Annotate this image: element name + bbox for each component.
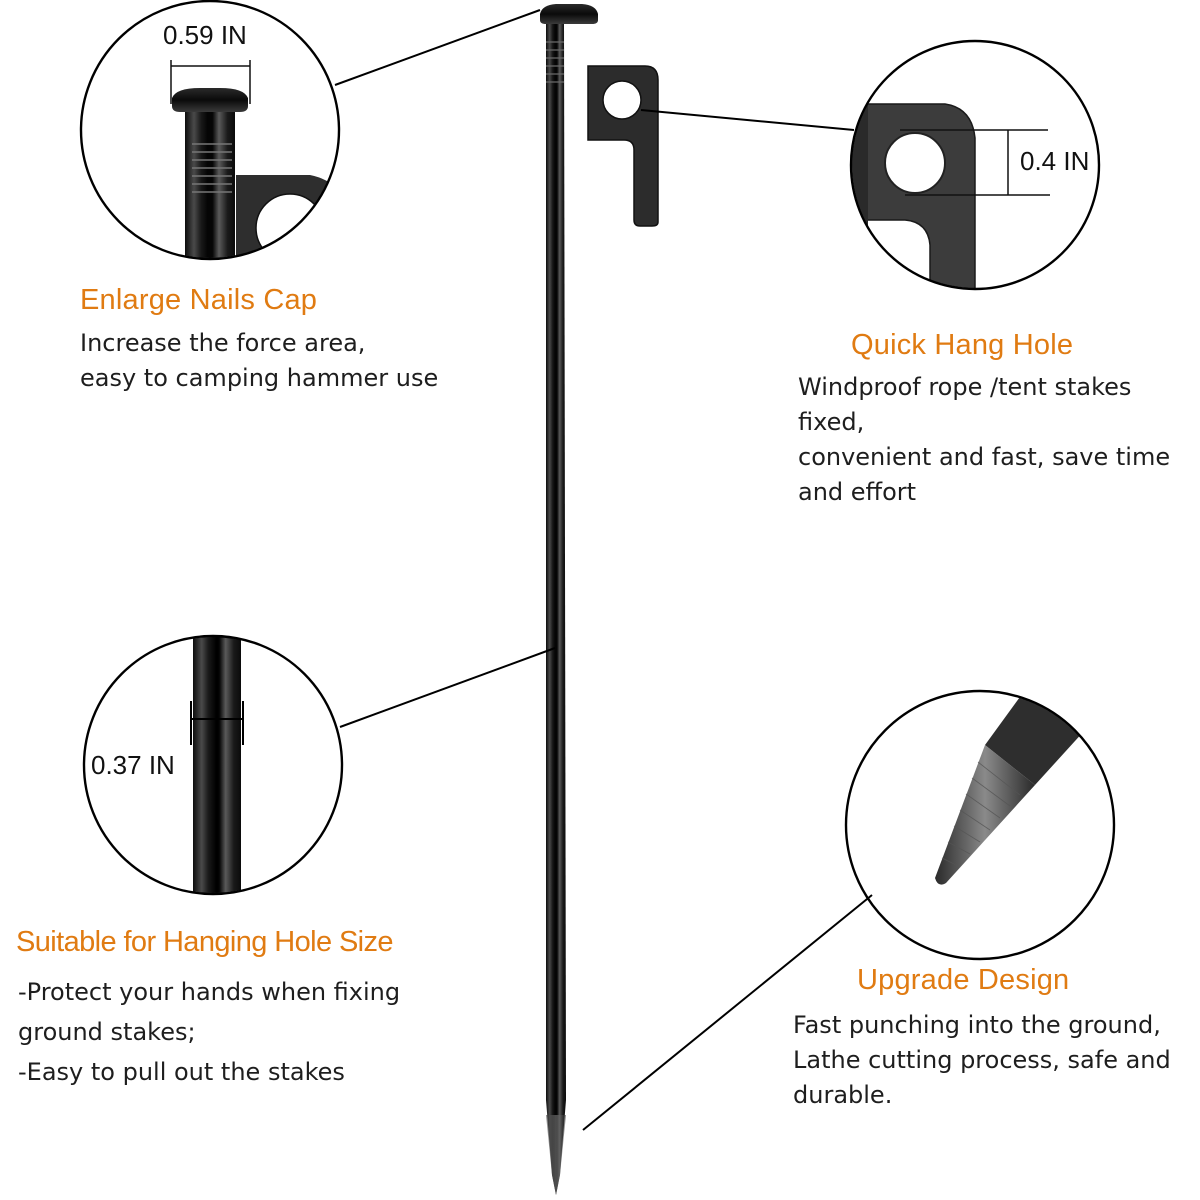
body-line: Windproof rope /tent stakes (798, 373, 1132, 401)
body-enlarge-nails-cap: Increase the force area, easy to camping… (80, 326, 438, 396)
hang-hole (602, 80, 642, 120)
heading-upgrade-design: Upgrade Design (857, 964, 1070, 996)
connector-tip (582, 894, 873, 1131)
body-line: Fast punching into the ground, (793, 1011, 1161, 1039)
nail-cap (540, 4, 598, 24)
body-line: -Easy to pull out the stakes (18, 1058, 345, 1086)
body-line: fixed, (798, 408, 865, 436)
connector-lines (334, 9, 873, 1131)
body-line: easy to camping hammer use (80, 364, 439, 392)
connector-shaft (339, 647, 556, 728)
body-quick-hang-hole: Windproof rope /tent stakes fixed, conve… (798, 370, 1170, 510)
connector-hang-hole (640, 109, 855, 131)
stake-shaft (546, 22, 566, 1195)
dimension-cap: 0.59 IN (163, 20, 247, 50)
body-line: convenient and fast, save time (798, 443, 1171, 471)
body-upgrade-design: Fast punching into the ground, Lathe cut… (793, 1008, 1171, 1113)
body-line: -Protect your hands when fixing (18, 978, 401, 1006)
dimension-shaft: 0.37 IN (91, 750, 175, 780)
body-suitable-hanging-hole-size: -Protect your hands when fixing ground s… (18, 972, 400, 1092)
detail-circle-cap (79, 0, 341, 261)
body-line: Increase the force area, (80, 329, 366, 357)
dimension-hang-hole: 0.4 IN (1020, 146, 1090, 176)
body-line: and effort (798, 478, 917, 506)
heading-enlarge-nails-cap: Enlarge Nails Cap (80, 284, 318, 316)
neck-ribs (546, 41, 564, 83)
detail-circle-shaft (82, 634, 344, 896)
stake-tip (546, 1115, 566, 1195)
heading-suitable-hanging-hole-size: Suitable for Hanging Hole Size (16, 926, 394, 958)
detail-circle-hang-hole (849, 39, 1101, 291)
connector-cap (334, 9, 541, 86)
body-line: durable. (793, 1081, 893, 1109)
body-line: ground stakes; (18, 1018, 196, 1046)
detail-circle-tip (844, 689, 1116, 961)
heading-quick-hang-hole: Quick Hang Hole (851, 329, 1074, 361)
main-stake (540, 4, 659, 1195)
body-line: Lathe cutting process, safe and (793, 1046, 1171, 1074)
